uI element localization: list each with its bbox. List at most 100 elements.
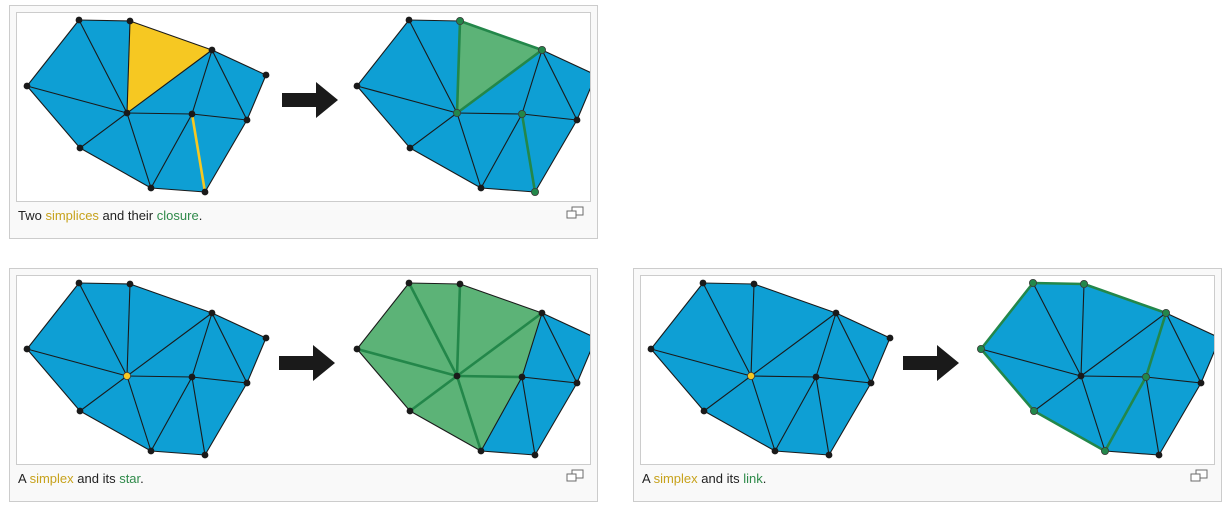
right-vertex-K bbox=[1141, 373, 1150, 382]
left-edge-GH bbox=[774, 450, 830, 456]
left-edge-DJ bbox=[126, 312, 213, 377]
right-edge-BC bbox=[1032, 281, 1085, 286]
left-edge-DJ bbox=[750, 312, 837, 377]
right-vertex-B bbox=[1028, 279, 1037, 287]
right-edge-EF bbox=[1200, 350, 1214, 384]
left-edge-DK bbox=[191, 312, 213, 378]
right-edge-DE bbox=[1165, 312, 1214, 336]
caption-term-simplex[interactable]: simplex bbox=[29, 471, 74, 486]
caption-term-result[interactable]: closure bbox=[156, 208, 199, 223]
left-edge-HI bbox=[703, 410, 776, 452]
left-edge-KF bbox=[191, 113, 248, 121]
left-edge-FG bbox=[828, 382, 872, 456]
right-vertex-A bbox=[976, 345, 985, 354]
magnify-clip-icon[interactable] bbox=[565, 206, 585, 220]
right-edge-CD bbox=[1083, 282, 1167, 315]
right-edge-KH bbox=[480, 113, 523, 189]
right-edge-AJ bbox=[980, 348, 1082, 377]
caption-term-simplex[interactable]: simplices bbox=[45, 208, 99, 223]
right-vertex-F bbox=[1197, 379, 1205, 387]
closure-caption: Two simplices and their closure. bbox=[18, 208, 202, 223]
left-edge-DJ bbox=[126, 49, 213, 114]
caption-suffix: . bbox=[140, 471, 144, 486]
left-vertex-I bbox=[700, 407, 708, 415]
right-edge-HI bbox=[409, 147, 482, 189]
right-edge-EF bbox=[576, 87, 590, 121]
left-vertex-C bbox=[750, 280, 758, 288]
star-diagram[interactable] bbox=[16, 275, 591, 465]
closure-diagram-svg bbox=[23, 16, 590, 196]
right-vertex-G bbox=[1155, 451, 1163, 459]
left-edge-JI bbox=[79, 112, 128, 149]
left-vertex-D bbox=[832, 309, 840, 317]
right-edge-BJ bbox=[407, 282, 459, 377]
right-vertex-K bbox=[518, 373, 526, 381]
right-highlight-face bbox=[457, 376, 522, 451]
left-edge-DF bbox=[211, 49, 248, 121]
right-vertex-J bbox=[452, 109, 461, 118]
caption-prefix: A bbox=[642, 471, 654, 486]
left-edge-HI bbox=[79, 147, 152, 189]
left-vertex-J bbox=[123, 109, 131, 117]
caption-term-result[interactable]: star bbox=[119, 471, 141, 486]
magnify-clip-icon[interactable] bbox=[565, 469, 585, 483]
right-edge-DF bbox=[541, 312, 578, 384]
closure-diagram[interactable] bbox=[16, 12, 591, 202]
link-caption: A simplex and its link. bbox=[642, 471, 766, 486]
right-edge-AJ bbox=[356, 347, 458, 378]
right-edge-JK bbox=[1080, 375, 1147, 378]
left-vertex-I bbox=[76, 407, 84, 415]
left-edge-DF bbox=[835, 312, 872, 384]
right-edge-GH bbox=[480, 450, 536, 456]
right-edge-BC bbox=[408, 19, 461, 22]
right-vertex-B bbox=[405, 16, 413, 24]
link-diagram[interactable] bbox=[640, 275, 1215, 465]
left-vertex-K bbox=[188, 373, 196, 381]
left-edge-JH bbox=[750, 375, 776, 452]
left-vertex-E bbox=[262, 71, 270, 79]
right-vertex-G bbox=[531, 187, 540, 196]
left-edge-BC bbox=[78, 282, 131, 285]
right-vertex-I bbox=[406, 407, 414, 415]
right-edge-BC bbox=[408, 282, 461, 285]
left-vertex-C bbox=[126, 17, 134, 25]
left-edge-EF bbox=[870, 337, 891, 384]
right-edge-AB bbox=[356, 282, 410, 350]
figure-star: A simplex and its star. bbox=[9, 268, 598, 502]
left-edge-DE bbox=[835, 312, 891, 339]
left-vertex-J bbox=[747, 372, 756, 381]
left-vertex-G bbox=[825, 451, 833, 459]
right-vertex-D bbox=[1162, 309, 1171, 318]
left-edge-AB bbox=[650, 282, 704, 350]
right-edge-DK bbox=[521, 312, 543, 378]
right-edge-CD bbox=[459, 19, 543, 52]
caption-term-result[interactable]: link bbox=[743, 471, 763, 486]
left-edge-DE bbox=[211, 49, 267, 76]
left-edge-KH bbox=[150, 113, 193, 189]
magnify-clip-icon[interactable] bbox=[1189, 469, 1209, 483]
caption-term-simplex[interactable]: simplex bbox=[653, 471, 698, 486]
right-edge-IA bbox=[356, 85, 411, 149]
right-vertex-C bbox=[455, 17, 464, 25]
right-vertex-H bbox=[477, 184, 485, 192]
left-highlight-face bbox=[127, 21, 212, 113]
left-vertex-F bbox=[243, 116, 251, 124]
left-edge-KF bbox=[815, 376, 872, 384]
right-edge-FG bbox=[534, 382, 578, 456]
left-edge-DE bbox=[211, 312, 267, 339]
left-edge-CD bbox=[753, 283, 837, 314]
caption-prefix: A bbox=[18, 471, 30, 486]
right-edge-DE bbox=[541, 49, 590, 73]
caption-suffix: . bbox=[198, 208, 203, 223]
left-edge-AB bbox=[26, 282, 80, 350]
right-vertex-G bbox=[531, 451, 539, 459]
left-edge-JK bbox=[126, 375, 193, 378]
left-edge-GH bbox=[150, 450, 206, 456]
right-vertex-I bbox=[1029, 406, 1038, 415]
right-edge-DK bbox=[1144, 312, 1168, 378]
right-vertex-D bbox=[538, 46, 547, 55]
right-edge-BJ bbox=[408, 19, 458, 114]
left-edge-IA bbox=[650, 348, 705, 412]
left-edge-HI bbox=[79, 410, 152, 452]
right-edge-DF bbox=[1165, 312, 1202, 384]
